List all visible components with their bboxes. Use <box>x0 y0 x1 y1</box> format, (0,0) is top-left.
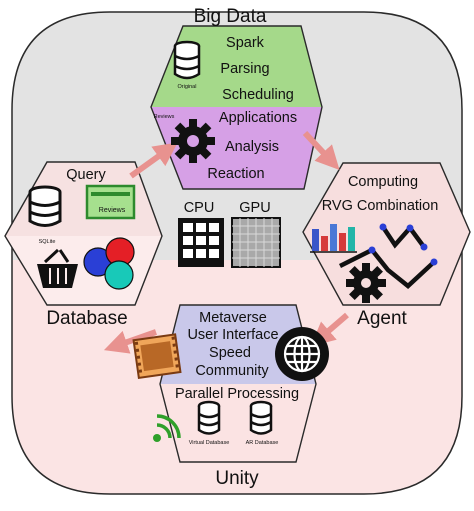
chip-icon <box>178 218 224 267</box>
gpu-icon <box>231 217 281 268</box>
arrow-database-to-bigdata <box>129 142 178 179</box>
item-parsing: Parsing <box>220 61 269 77</box>
label-agent: Agent <box>357 308 407 329</box>
label-database: Database <box>46 308 127 329</box>
database-icon <box>28 185 62 227</box>
item-community: Community <box>195 363 269 379</box>
item-analysis: Analysis <box>225 139 279 155</box>
item-reaction: Reaction <box>207 166 264 182</box>
label-unity: Unity <box>215 468 259 489</box>
gear-icon <box>346 263 386 303</box>
label-cpu: CPU <box>184 200 215 216</box>
tag-ar-database: AR Database <box>246 440 279 446</box>
item-speed: Speed <box>209 345 251 361</box>
database-icon <box>173 40 201 80</box>
item-rvg-combination: RVG Combination <box>322 198 439 214</box>
database-icon <box>249 400 273 435</box>
database-icon <box>197 400 221 435</box>
bar-chart-icon <box>310 224 357 253</box>
gear-icon <box>171 119 215 163</box>
tag-virtual-database: Virtual Database <box>189 440 230 446</box>
card-icon <box>85 184 136 220</box>
label-query: Query <box>66 167 106 183</box>
globe-icon <box>275 327 329 381</box>
item-computing: Computing <box>348 174 418 190</box>
film-icon <box>132 333 182 380</box>
basket-icon <box>37 248 78 288</box>
network-chart-icon <box>338 223 438 289</box>
item-spark: Spark <box>226 35 265 51</box>
tag-sqlite: SQLite <box>39 239 56 245</box>
item-applications: Applications <box>219 110 297 126</box>
item-scheduling: Scheduling <box>222 87 294 103</box>
tag-reviews-top: Reviews <box>154 114 175 120</box>
arrow-bigdata-to-agent <box>302 130 340 171</box>
tag-reviews-left: Reviews <box>99 207 126 214</box>
item-parallel-processing: Parallel Processing <box>175 386 299 402</box>
item-metaverse: Metaverse <box>199 310 267 326</box>
wifi-icon <box>153 414 181 442</box>
tag-original: Original <box>178 84 197 90</box>
label-gpu: GPU <box>239 200 270 216</box>
color-circles-icon <box>83 237 135 290</box>
label-big-data: Big Data <box>194 6 267 27</box>
arrow-agent-to-unity <box>310 312 349 347</box>
item-user-interface: User Interface <box>187 327 278 343</box>
